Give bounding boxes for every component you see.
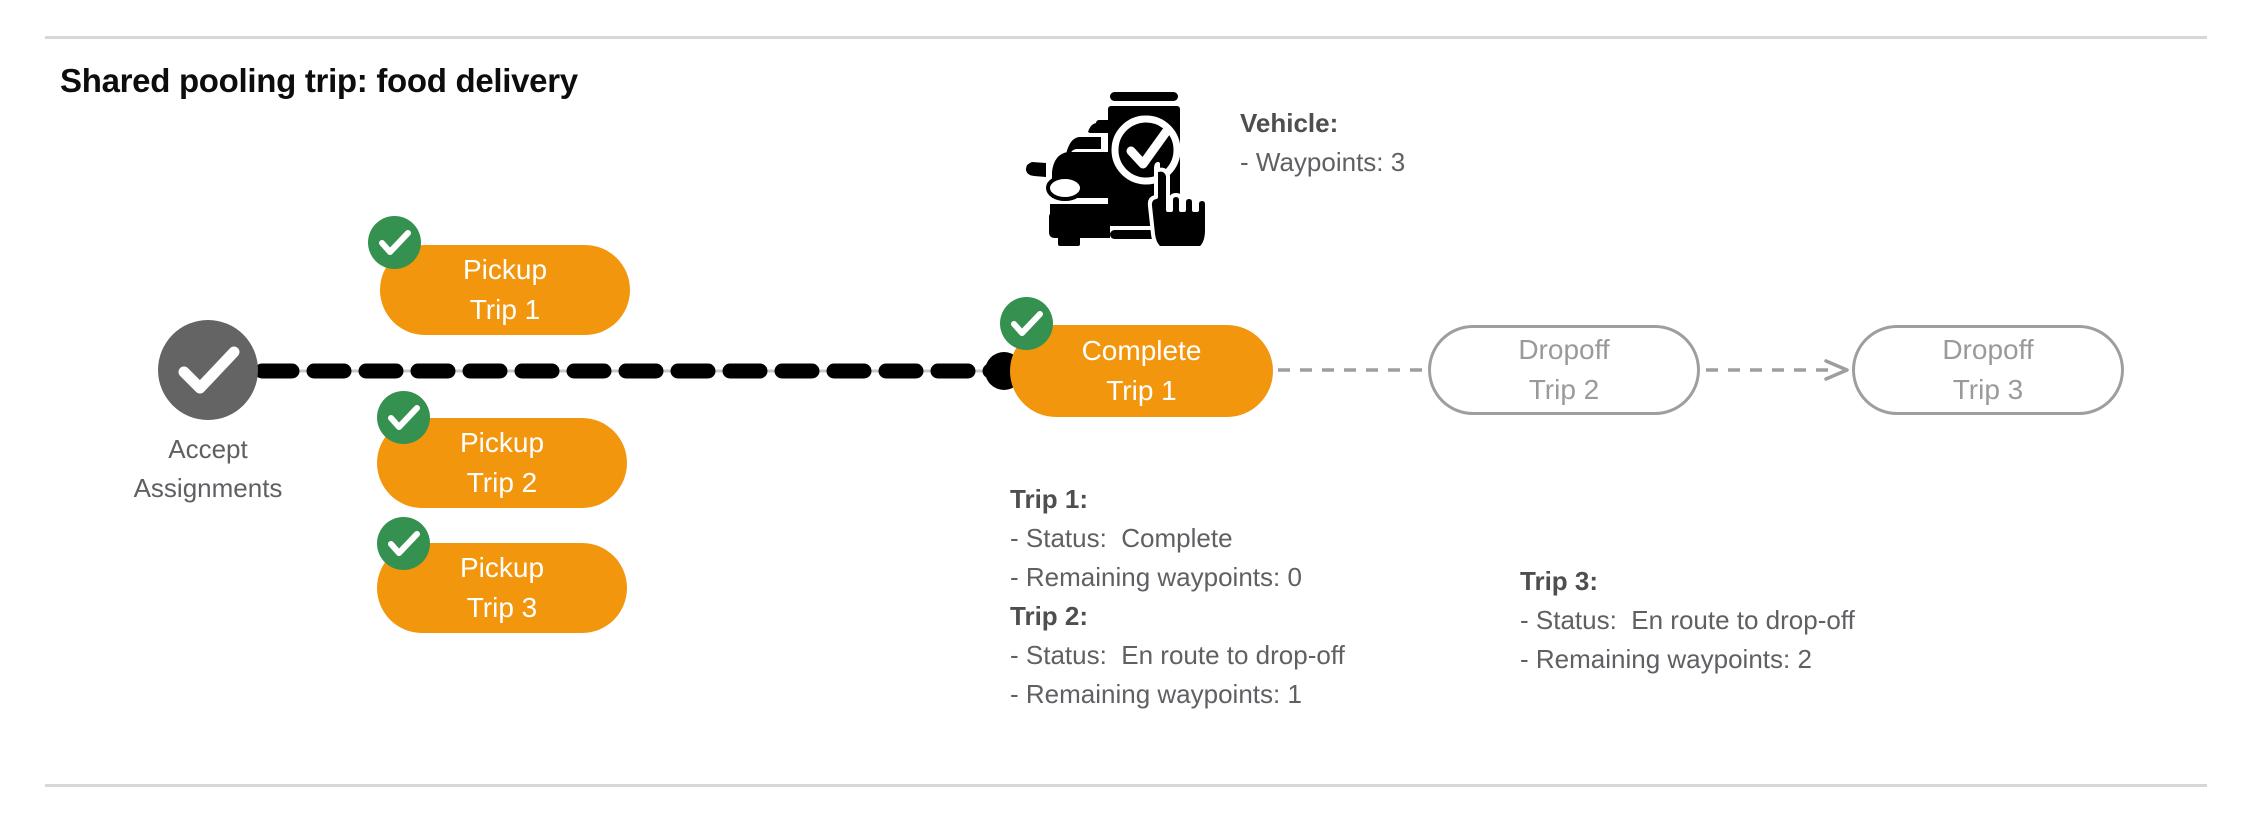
check-badge-icon-pickup-2 (377, 391, 430, 444)
node-complete-trip-1[interactable]: Complete Trip 1 (1010, 325, 1273, 417)
check-badge-icon-pickup-1 (368, 216, 421, 269)
pickup-1-line1: Pickup (462, 254, 548, 285)
trip2-note-row-waypoints: - Remaining waypoints: 1 (1010, 679, 1302, 709)
bottom-divider (45, 784, 2207, 787)
phone-check-car-icon (1022, 84, 1207, 246)
arrowhead-icon (1824, 359, 1849, 381)
node-accept-label: Accept Assignments (96, 430, 320, 508)
annotation-vehicle: Vehicle: - Waypoints: 3 (1240, 104, 1405, 182)
pickup-1-line2: Trip 1 (469, 294, 541, 325)
vehicle-note-header: Vehicle: (1240, 108, 1339, 138)
trip2-note-header: Trip 2: (1010, 601, 1089, 631)
accept-label-line1: Accept (168, 434, 248, 464)
top-divider (45, 36, 2207, 39)
node-dropoff-trip-2[interactable]: Dropoff Trip 2 (1428, 325, 1700, 415)
complete-1-line2: Trip 1 (1106, 375, 1177, 406)
trip1-note-row-status: - Status: Complete (1010, 523, 1233, 553)
trip3-note-header: Trip 3: (1520, 566, 1599, 596)
check-badge-icon-pickup-3 (377, 517, 430, 570)
pickup-2-line2: Trip 2 (466, 467, 538, 498)
check-badge-icon-complete-1 (1000, 297, 1053, 350)
trip1-note-header: Trip 1: (1010, 484, 1089, 514)
node-dropoff-trip-3[interactable]: Dropoff Trip 3 (1852, 325, 2124, 415)
pickup-2-line1: Pickup (459, 427, 545, 458)
trip1-note-row-waypoints: - Remaining waypoints: 0 (1010, 562, 1302, 592)
node-pickup-trip-1[interactable]: Pickup Trip 1 (380, 245, 630, 335)
dropoff-3-line2: Trip 3 (1952, 374, 2024, 405)
dropoff-2-line1: Dropoff (1518, 334, 1610, 365)
dropoff-3-line1: Dropoff (1942, 334, 2034, 365)
node-pickup-trip-3[interactable]: Pickup Trip 3 (377, 543, 627, 633)
trip2-note-row-status: - Status: En route to drop-off (1010, 640, 1345, 670)
trip3-note-row-status: - Status: En route to drop-off (1520, 605, 1855, 635)
pickup-3-line1: Pickup (459, 552, 545, 583)
node-accept-assignments[interactable]: Accept Assignments (134, 320, 282, 503)
vehicle-note-row-waypoints: - Waypoints: 3 (1240, 147, 1406, 177)
trip3-note-row-waypoints: - Remaining waypoints: 2 (1520, 644, 1812, 674)
page-title: Shared pooling trip: food delivery (60, 62, 578, 99)
pickup-3-line2: Trip 3 (466, 592, 538, 623)
dropoff-2-line2: Trip 2 (1528, 374, 1600, 405)
check-circle-icon (158, 320, 258, 420)
annotation-trip-1-and-2: Trip 1: - Status: Complete - Remaining w… (1010, 480, 1345, 714)
complete-1-line1: Complete (1081, 335, 1202, 366)
annotation-trip-3: Trip 3: - Status: En route to drop-off -… (1520, 562, 1855, 679)
accept-label-line2: Assignments (133, 473, 283, 503)
